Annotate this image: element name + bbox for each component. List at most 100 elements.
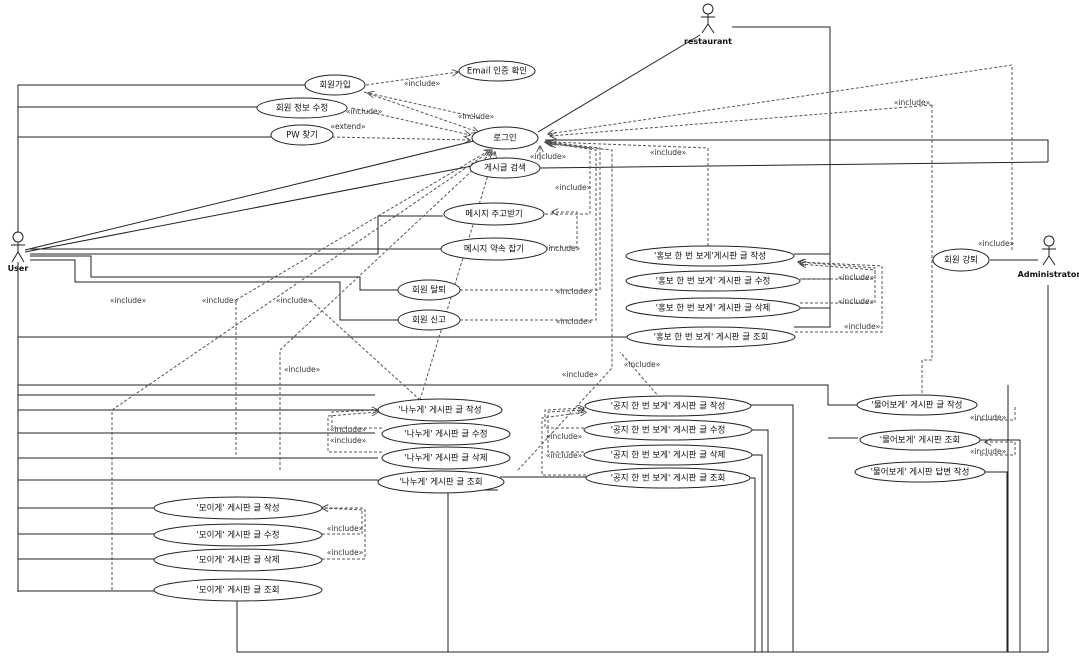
use-case-message: 메시지 주고받기 xyxy=(443,202,545,226)
include-label: «include» xyxy=(838,297,875,306)
include-label: «include» xyxy=(624,360,661,369)
svg-text:'홍보 한 번 보게'게시판 글 작성: '홍보 한 번 보게'게시판 글 작성 xyxy=(654,251,766,262)
use-case-kick: 회원 강퇴 xyxy=(932,248,990,272)
include-label: «include» xyxy=(544,244,581,253)
use-case-report: 회원 신고 xyxy=(397,309,461,331)
svg-text:회원 탈퇴: 회원 탈퇴 xyxy=(412,286,446,296)
use-case-gather-view: '모이게' 게시판 글 조회 xyxy=(153,578,323,602)
include-label: «include» xyxy=(546,432,583,441)
svg-text:'물어보게' 게시판 글 작성: '물어보게' 게시판 글 작성 xyxy=(872,400,963,411)
actor-user: User xyxy=(8,231,29,273)
include-label: «include» xyxy=(838,273,875,282)
svg-text:'홍보 한 번 보게' 게시판 글 조회: '홍보 한 번 보게' 게시판 글 조회 xyxy=(654,332,769,343)
svg-text:'나누게' 게시판 글 수정: '나누게' 게시판 글 수정 xyxy=(404,429,487,440)
include-label: «include» xyxy=(894,98,931,107)
use-case-gather-edit: '모이게' 게시판 글 수정 xyxy=(153,523,323,547)
svg-text:게시글 검색: 게시글 검색 xyxy=(484,163,526,174)
use-case-notice-edit: '공지 한 번 보게' 게시판 글 수정 xyxy=(583,419,753,441)
svg-text:'물어보게' 게시판 답변 작성: '물어보게' 게시판 답변 작성 xyxy=(871,467,970,478)
extend-label: «extend» xyxy=(330,122,366,131)
svg-text:'나누게' 게시판 글 삭제: '나누게' 게시판 글 삭제 xyxy=(404,453,487,464)
svg-text:회원 신고: 회원 신고 xyxy=(412,316,446,326)
svg-text:'홍보 한 번 보게' 게시판 글 수정: '홍보 한 번 보게' 게시판 글 수정 xyxy=(656,276,771,287)
include-label: «include» xyxy=(650,148,687,157)
include-label: «include» xyxy=(844,322,881,331)
use-case-signup: 회원가입 xyxy=(304,74,366,96)
svg-text:메시지 주고받기: 메시지 주고받기 xyxy=(465,209,522,220)
use-case-gather-write: '모이게' 게시판 글 작성 xyxy=(153,496,323,520)
svg-text:'공지 한 번 보게' 게시판 글 수정: '공지 한 번 보게' 게시판 글 수정 xyxy=(611,425,726,436)
svg-text:'나누게' 게시판 글 조회: '나누게' 게시판 글 조회 xyxy=(399,477,482,488)
include-label: «include» xyxy=(978,239,1015,248)
include-label: «include» xyxy=(970,447,1007,456)
use-case-withdraw: 회원 탈퇴 xyxy=(397,279,461,301)
use-case-pw: PW 찾기 xyxy=(270,124,334,146)
use-case-promo-edit: '홍보 한 번 보게' 게시판 글 수정 xyxy=(625,270,801,292)
svg-text:'공지 한 번 보게' 게시판 글 작성: '공지 한 번 보게' 게시판 글 작성 xyxy=(611,401,726,412)
include-label: «include» xyxy=(327,548,364,557)
include-label: «include» xyxy=(327,524,364,533)
use-case-appointment: 메시지 약속 잡기 xyxy=(440,237,548,261)
include-label: «include» xyxy=(970,413,1007,422)
svg-text:'공지 한 번 보게' 게시판 글 삭제: '공지 한 번 보게' 게시판 글 삭제 xyxy=(611,450,726,461)
svg-text:'홍보 한 번 보게' 게시판 글 삭제: '홍보 한 번 보게' 게시판 글 삭제 xyxy=(656,303,771,314)
use-case-share-view: '나누게' 게시판 글 조회 xyxy=(377,470,505,494)
svg-text:PW 찾기: PW 찾기 xyxy=(286,130,318,141)
use-case-qna-view: '물어보게' 게시판 조회 xyxy=(859,429,981,451)
svg-text:메시지 약속 잡기: 메시지 약속 잡기 xyxy=(464,244,524,255)
actor-user-label: User xyxy=(8,264,29,273)
include-label: «include» xyxy=(346,107,383,116)
include-label: «include» xyxy=(276,296,313,305)
include-label: «include» xyxy=(546,451,583,460)
use-case-search: 게시글 검색 xyxy=(469,157,541,179)
include-label: «include» xyxy=(555,183,592,192)
use-case-qna-write: '물어보게' 게시판 글 작성 xyxy=(856,394,978,416)
use-case-gather-delete: '모이게' 게시판 글 삭제 xyxy=(153,548,323,572)
stick-figure-icon xyxy=(11,231,25,263)
actor-administrator: Administrator xyxy=(1018,235,1079,279)
svg-text:'모이게' 게시판 글 수정: '모이게' 게시판 글 수정 xyxy=(196,530,279,541)
use-case-promo-view: '홍보 한 번 보게' 게시판 글 조회 xyxy=(626,326,796,348)
include-label: «include» xyxy=(284,365,321,374)
svg-text:'나누게' 게시판 글 작성: '나누게' 게시판 글 작성 xyxy=(398,405,481,416)
actor-restaurant-label: restaurant xyxy=(684,37,732,46)
svg-text:회원 강퇴: 회원 강퇴 xyxy=(944,255,978,266)
actor-administrator-label: Administrator xyxy=(1018,270,1079,279)
stick-figure-icon xyxy=(1042,235,1056,266)
use-case-notice-view: '공지 한 번 보게' 게시판 글 조회 xyxy=(585,467,751,489)
svg-text:로그인: 로그인 xyxy=(493,133,516,144)
svg-text:Email 인증 확인: Email 인증 확인 xyxy=(467,66,527,77)
use-case-notice-write: '공지 한 번 보게' 게시판 글 작성 xyxy=(584,395,752,417)
svg-text:'모이게' 게시판 글 삭제: '모이게' 게시판 글 삭제 xyxy=(196,555,279,566)
include-label: «include» xyxy=(556,317,593,326)
svg-text:'모이게' 게시판 글 조회: '모이게' 게시판 글 조회 xyxy=(196,585,279,596)
association-lines xyxy=(17,26,1049,653)
include-label: «include» xyxy=(330,425,367,434)
use-case-promo-write: '홍보 한 번 보게'게시판 글 작성 xyxy=(625,245,795,267)
include-label: «include» xyxy=(404,79,441,88)
svg-text:'물어보게' 게시판 조회: '물어보게' 게시판 조회 xyxy=(880,435,960,446)
stereotype-labels: «include» «include» «include» «extend» «… xyxy=(110,79,1015,557)
dependency-lines xyxy=(111,64,1016,590)
use-case-login: 로그인 xyxy=(471,126,539,150)
include-label: «include» xyxy=(458,112,495,121)
include-label: «include» xyxy=(530,152,567,161)
svg-text:회원 정보 수정: 회원 정보 수정 xyxy=(276,103,328,114)
stick-figure-icon xyxy=(701,3,715,34)
use-case-edit-info: 회원 정보 수정 xyxy=(256,97,348,119)
svg-text:회원가입: 회원가입 xyxy=(319,81,350,91)
use-case-notice-delete: '공지 한 번 보게' 게시판 글 삭제 xyxy=(583,444,753,466)
include-label: «include» xyxy=(562,370,599,379)
actor-restaurant: restaurant xyxy=(684,3,732,46)
use-case-qna-answer: '물어보게' 게시판 답변 작성 xyxy=(854,461,986,483)
use-case-promo-delete: '홍보 한 번 보게' 게시판 글 삭제 xyxy=(625,297,801,319)
use-case-share-edit: '나누게' 게시판 글 수정 xyxy=(381,422,511,446)
include-label: «include» xyxy=(556,287,593,296)
svg-text:'모이게' 게시판 글 작성: '모이게' 게시판 글 작성 xyxy=(196,503,279,514)
include-label: «include» xyxy=(330,436,367,445)
use-case-email: Email 인증 확인 xyxy=(458,60,536,82)
include-label: «include» xyxy=(110,296,147,305)
use-case-share-delete: '나누게' 게시판 글 삭제 xyxy=(381,446,511,470)
use-case-share-write: '나누게' 게시판 글 작성 xyxy=(377,398,503,422)
